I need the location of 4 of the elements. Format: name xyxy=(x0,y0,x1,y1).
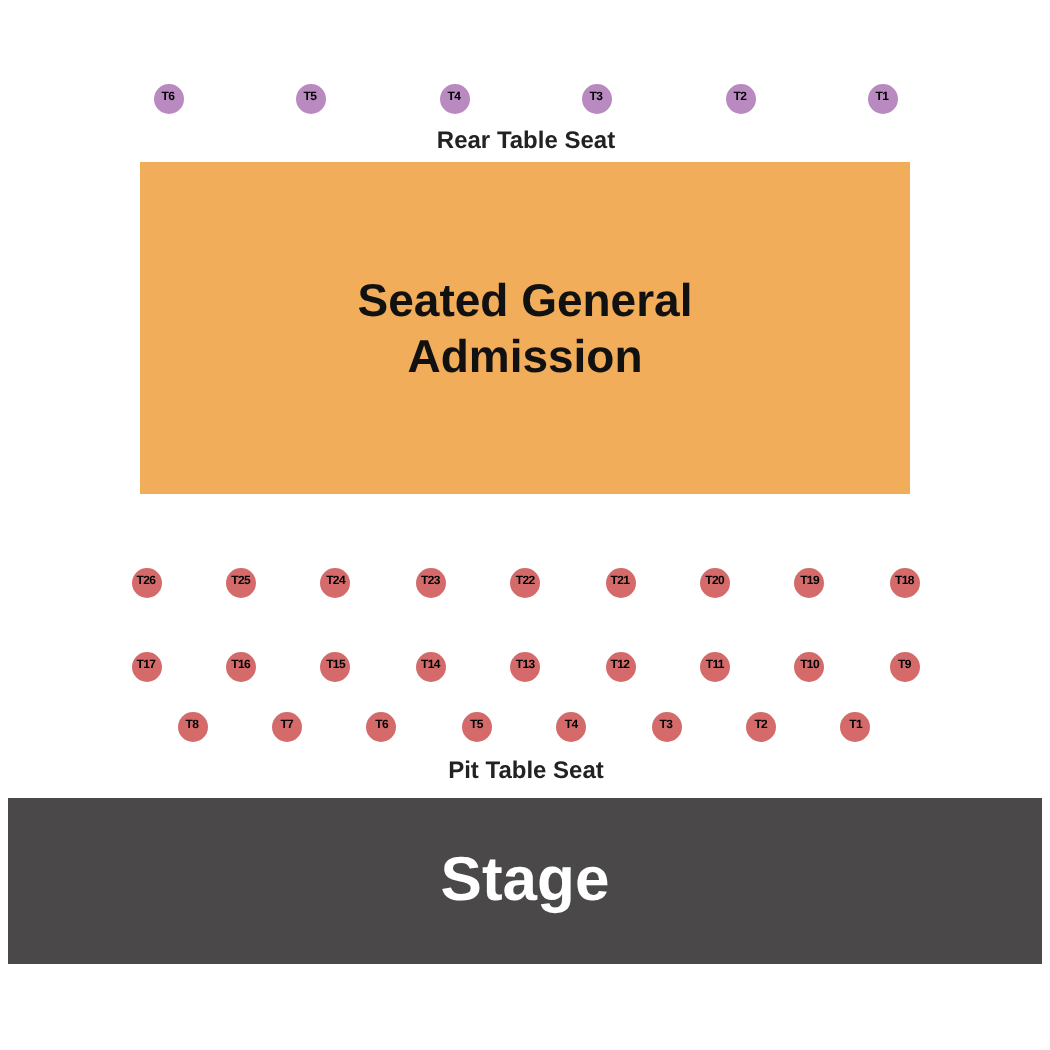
section-label: Pit Table Seat xyxy=(448,754,604,788)
stage-area: Stage xyxy=(8,798,1042,964)
section-label: Rear Table Seat xyxy=(436,124,616,158)
seating-section: Seated General Admission xyxy=(140,162,910,494)
